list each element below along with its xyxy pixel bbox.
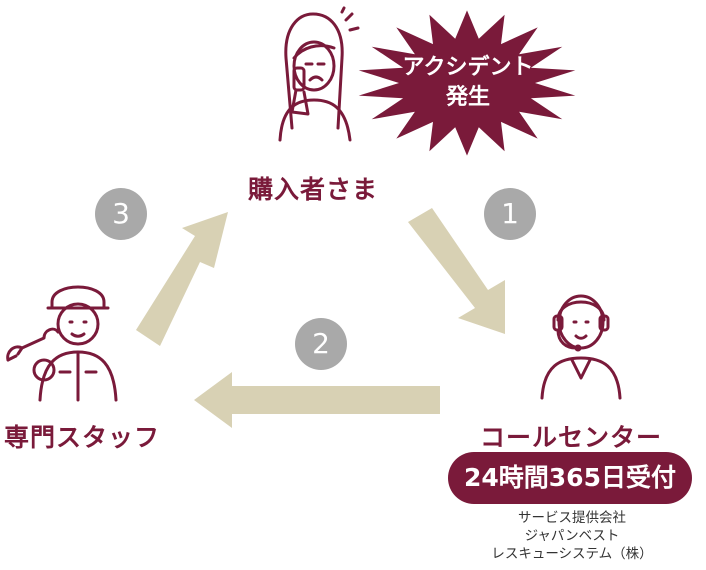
step-1-badge: 1 (484, 188, 536, 240)
worried-woman-phone-icon (278, 6, 360, 142)
company-line3: レスキューシステム（株） (491, 546, 653, 562)
arrow-callcenter-to-specialist (194, 372, 440, 428)
customer-label: 購入者さま (248, 175, 379, 204)
accident-label: アクシデント 発生 (368, 53, 568, 113)
mechanic-wrench-icon (6, 285, 118, 402)
reception-badge: 24時間365日受付 (448, 452, 692, 504)
step-2-badge: 2 (295, 318, 347, 370)
callcenter-label: コールセンター (480, 423, 663, 452)
arrow-customer-to-callcenter (408, 208, 505, 334)
arrow-specialist-to-customer (136, 212, 228, 346)
specialist-label: 専門スタッフ (4, 423, 161, 452)
company-line1: サービス提供会社 (518, 510, 626, 526)
accident-label-line1: アクシデント (402, 55, 534, 80)
company-info: サービス提供会社 ジャパンベスト レスキューシステム（株） (482, 509, 662, 563)
company-line2: ジャパンベスト (524, 528, 620, 544)
step-3-badge: 3 (95, 188, 147, 240)
accident-burst-shape (358, 10, 576, 156)
headset-operator-icon (540, 294, 622, 400)
accident-label-line2: 発生 (445, 85, 490, 110)
accident-burst (358, 10, 576, 156)
